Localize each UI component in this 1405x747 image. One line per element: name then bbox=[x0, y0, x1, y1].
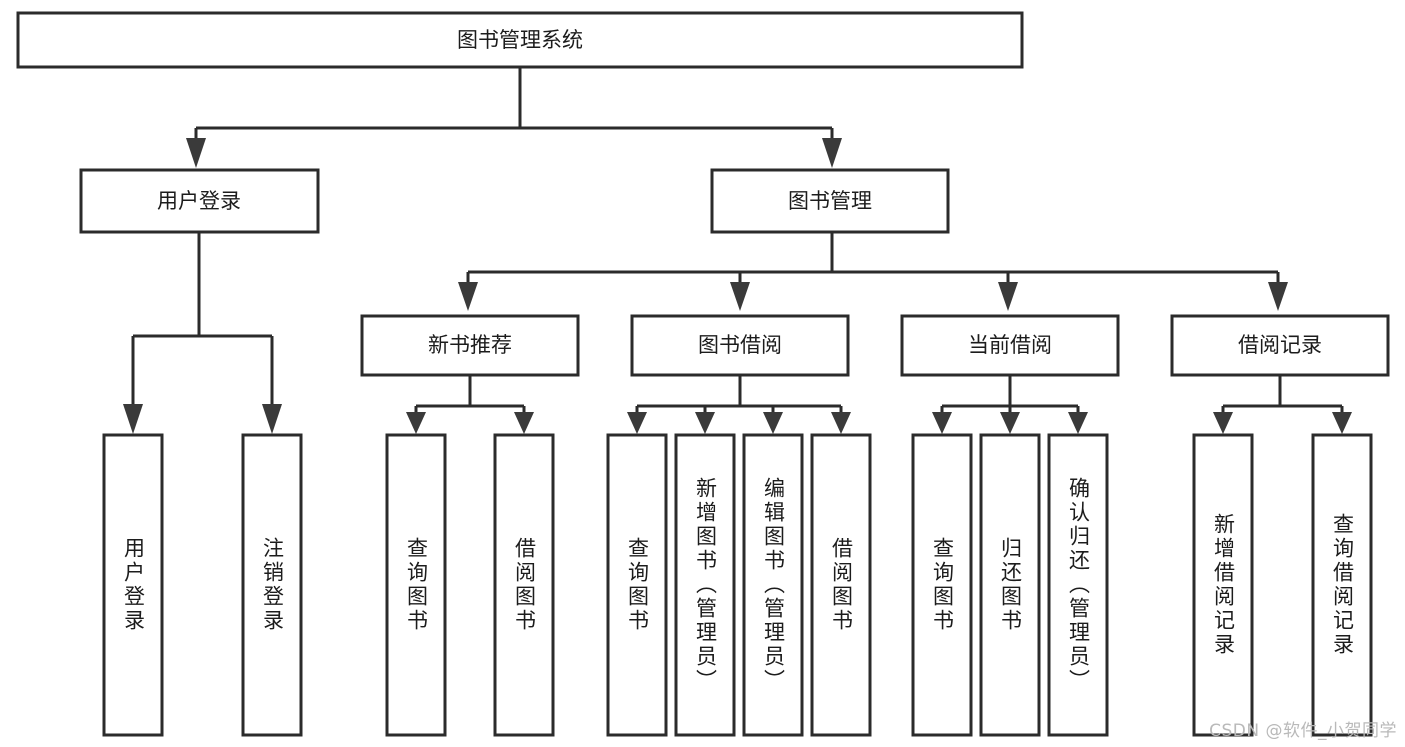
connector-new-book-to-leaves bbox=[406, 375, 534, 434]
node-new-book-recommend-label: 新书推荐 bbox=[428, 333, 512, 357]
arrow-head-bb-2 bbox=[695, 412, 715, 434]
arrow-head-bb-1 bbox=[627, 412, 647, 434]
node-book-manage-box bbox=[710, 168, 950, 234]
node-borrow-record[interactable]: 借阅记录 bbox=[1170, 314, 1390, 377]
node-borrow-record-box bbox=[1170, 314, 1390, 377]
arrow-head-cb-1 bbox=[932, 412, 952, 434]
leaf-box-return-book[interactable] bbox=[979, 433, 1041, 737]
connector-level2-to-level3 bbox=[458, 232, 1288, 311]
leaf-boxes-book-borrow bbox=[606, 433, 872, 737]
arrow-head-bb-4 bbox=[831, 412, 851, 434]
node-new-book-recommend-box bbox=[360, 314, 580, 377]
arrow-head-book-manage bbox=[822, 138, 842, 168]
node-current-borrow[interactable]: 当前借阅 bbox=[900, 314, 1120, 377]
leaf-box-confirm-return-admin[interactable] bbox=[1047, 433, 1109, 737]
arrow-head-user-login bbox=[186, 138, 206, 168]
arrow-head-new-book bbox=[458, 282, 478, 311]
arrow-head-leaf-user-login bbox=[123, 404, 143, 434]
arrow-head-cb-2 bbox=[1000, 412, 1020, 434]
connector-borrow-record-to-leaves bbox=[1213, 375, 1352, 434]
leaf-box-add-borrow-record[interactable] bbox=[1192, 433, 1254, 737]
connector-root-to-level2 bbox=[186, 67, 842, 168]
node-user-login-box bbox=[79, 168, 320, 234]
leaf-box-query-book-cb[interactable] bbox=[911, 433, 973, 737]
leaf-box-borrow-book-bb[interactable] bbox=[810, 433, 872, 737]
node-user-login-label: 用户登录 bbox=[157, 189, 241, 213]
arrow-head-nb-1 bbox=[406, 412, 426, 434]
connector-book-borrow-to-leaves bbox=[627, 375, 851, 434]
node-book-borrow-box bbox=[630, 314, 850, 377]
arrow-head-nb-2 bbox=[514, 412, 534, 434]
leaf-box-logout[interactable] bbox=[241, 433, 303, 737]
leaf-box-add-book-admin[interactable] bbox=[674, 433, 736, 737]
leaf-box-edit-book-admin[interactable] bbox=[742, 433, 804, 737]
node-new-book-recommend[interactable]: 新书推荐 bbox=[360, 314, 580, 377]
node-root-system-label: 图书管理系统 bbox=[457, 28, 583, 52]
leaf-boxes-user-login bbox=[102, 433, 303, 737]
connector-user-login-to-leaves bbox=[123, 232, 282, 434]
node-current-borrow-label: 当前借阅 bbox=[968, 333, 1052, 357]
arrow-head-borrow-record bbox=[1268, 282, 1288, 311]
arrow-head-br-2 bbox=[1332, 412, 1352, 434]
arrow-head-cb-3 bbox=[1068, 412, 1088, 434]
leaf-box-borrow-book-nb[interactable] bbox=[493, 433, 555, 737]
arrow-head-br-1 bbox=[1213, 412, 1233, 434]
leaf-boxes-current-borrow bbox=[911, 433, 1109, 737]
leaf-boxes-new-book-recommend bbox=[385, 433, 555, 737]
node-book-manage-label: 图书管理 bbox=[788, 189, 872, 213]
node-book-manage[interactable]: 图书管理 bbox=[710, 168, 950, 234]
connector-current-borrow-to-leaves bbox=[932, 375, 1088, 434]
watermark: CSDN @软件_小贺同学 bbox=[1209, 721, 1397, 741]
leaf-box-query-borrow-record[interactable] bbox=[1311, 433, 1373, 737]
node-current-borrow-box bbox=[900, 314, 1120, 377]
node-root-system-box bbox=[16, 11, 1024, 69]
leaf-boxes-borrow-record bbox=[1192, 433, 1373, 737]
arrow-head-book-borrow bbox=[730, 282, 750, 311]
node-root-system[interactable]: 图书管理系统 bbox=[16, 11, 1024, 69]
node-book-borrow-label: 图书借阅 bbox=[698, 333, 782, 357]
arrow-head-leaf-logout bbox=[262, 404, 282, 434]
leaf-box-query-book-bb[interactable] bbox=[606, 433, 668, 737]
node-book-borrow[interactable]: 图书借阅 bbox=[630, 314, 850, 377]
leaf-box-user-login[interactable] bbox=[102, 433, 164, 737]
arrow-head-current-borrow bbox=[998, 282, 1018, 311]
node-borrow-record-label: 借阅记录 bbox=[1238, 333, 1322, 357]
leaf-box-query-book-nb[interactable] bbox=[385, 433, 447, 737]
arrow-head-bb-3 bbox=[763, 412, 783, 434]
node-user-login[interactable]: 用户登录 bbox=[79, 168, 320, 234]
